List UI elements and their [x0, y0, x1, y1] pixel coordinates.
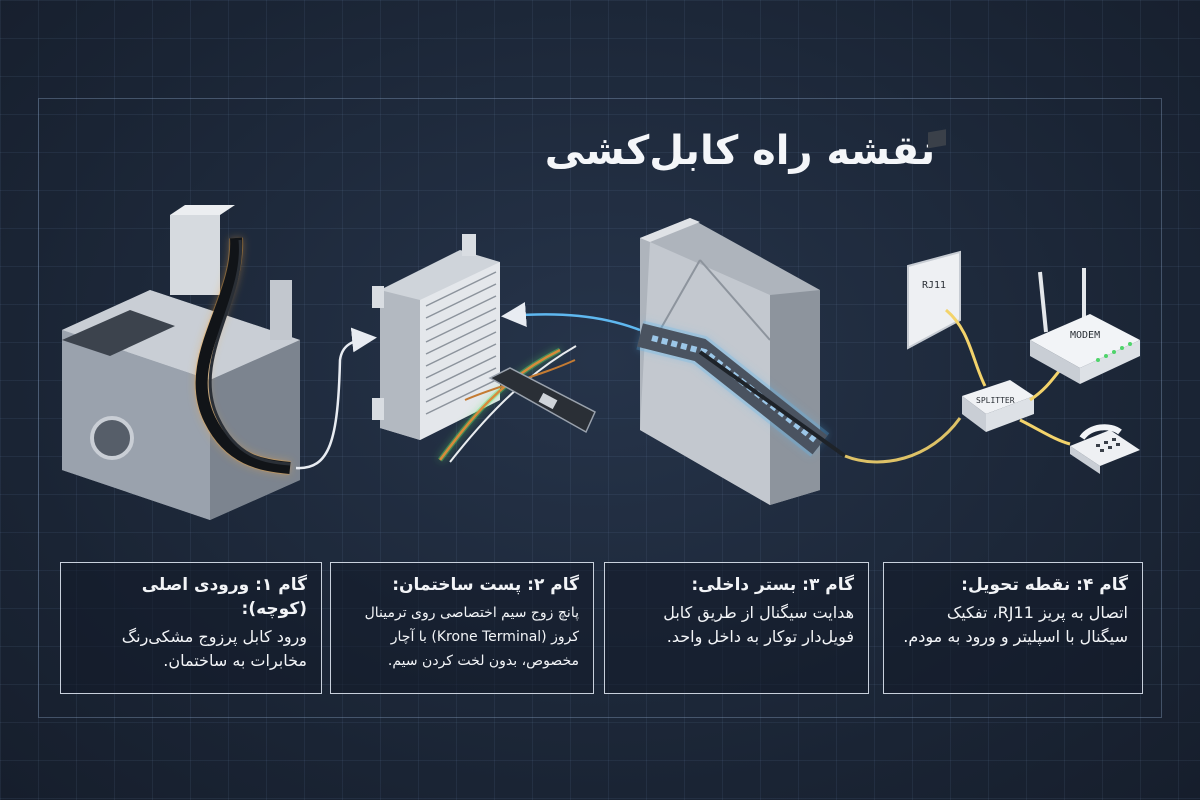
- step-4-heading: گام ۴: نقطه تحویل:: [961, 575, 1128, 595]
- splitter-icon: SPLITTER: [962, 380, 1034, 432]
- step-3-body: هدایت سیگنال از طریق کابل فویل‌دار توکار…: [663, 603, 854, 646]
- diagram-title: نقشه راه کابل‌کشی: [544, 128, 936, 174]
- step-card-3: گام ۳: بستر داخلی: هدایت سیگنال از طریق …: [604, 562, 869, 694]
- blueprint-frame: [38, 98, 1162, 718]
- street-duct-icon: [62, 205, 300, 520]
- modem-icon: MODEM: [1030, 268, 1140, 384]
- step-card-1: گام ۱: ورودی اصلی (کوچه): ورود کابل پرزو…: [60, 562, 322, 694]
- splitter-label: SPLITTER: [976, 396, 1015, 405]
- step-2-body: پانچ زوج سیم اختصاصی روی ترمینال کروز (K…: [364, 605, 579, 669]
- telephone-icon: [1070, 424, 1140, 474]
- step-3-heading: گام ۳: بستر داخلی:: [691, 575, 854, 595]
- step-card-4: گام ۴: نقطه تحویل: اتصال به پریز RJ11، ت…: [883, 562, 1143, 694]
- socket-label: RJ11: [922, 280, 946, 291]
- wall-conduit-icon: [636, 218, 847, 505]
- flow-arrow-2: [501, 302, 641, 332]
- krone-terminal-icon: [372, 234, 500, 440]
- punch-tool-icon: [488, 367, 596, 434]
- yellow-cable-1: [844, 417, 962, 464]
- step-1-heading: گام ۱: ورودی اصلی (کوچه):: [141, 575, 307, 619]
- step-4-body: اتصال به پریز RJ11، تفکیک سیگنال با اسپل…: [903, 603, 1128, 646]
- yellow-cable-4: [1019, 418, 1071, 446]
- yellow-cable-2: [945, 308, 987, 387]
- step-card-2: گام ۲: پست ساختمان: پانچ زوج سیم اختصاصی…: [330, 562, 594, 694]
- modem-label: MODEM: [1070, 330, 1100, 341]
- yellow-cable-3: [1029, 369, 1062, 402]
- step-1-body: ورود کابل پرزوج مشکی‌رنگ مخابرات به ساخت…: [121, 627, 307, 670]
- flow-arrow-1: [295, 327, 377, 470]
- rj11-socket-icon: RJ11: [907, 129, 961, 350]
- step-2-heading: گام ۲: پست ساختمان:: [392, 575, 579, 595]
